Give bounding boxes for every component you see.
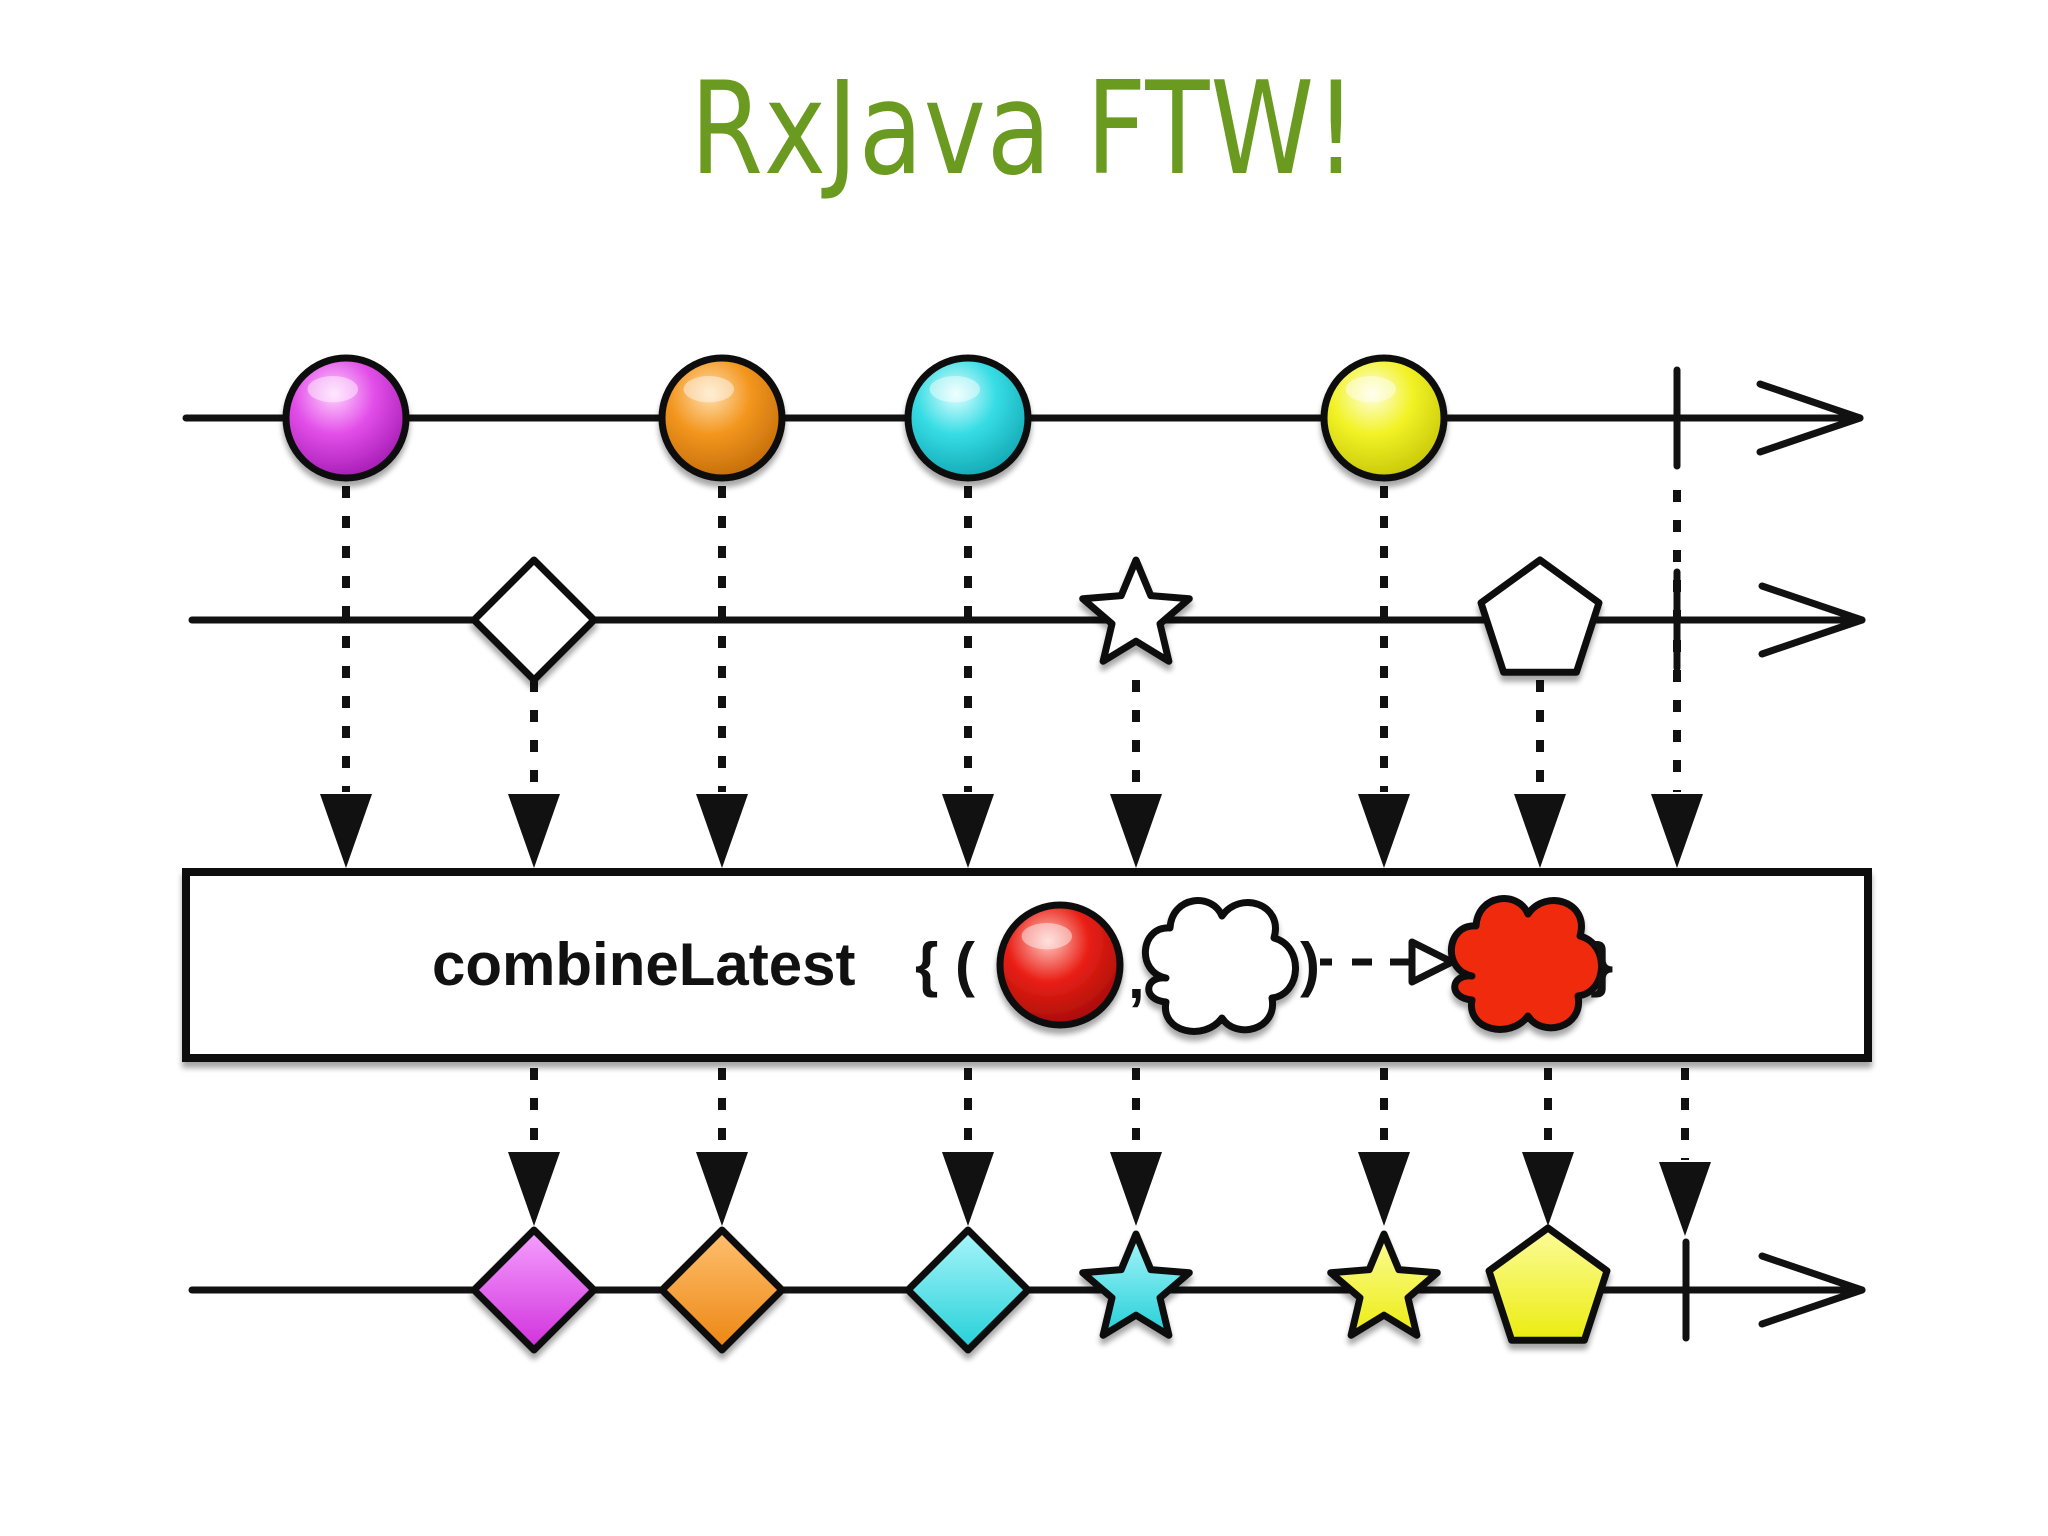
- timeline-second-arrowhead: [1758, 582, 1866, 658]
- timeline-first-arrowhead: [1756, 380, 1864, 456]
- arrow-output-5: [1522, 1152, 1574, 1226]
- output-marble-cyan-star: [1079, 1230, 1193, 1339]
- first-marble-cyan-circle: [904, 354, 1032, 482]
- arrow-first-complete: [1651, 794, 1703, 868]
- second-marble-pentagon: [1477, 556, 1603, 676]
- first-marble-magenta-circle-gloss: [307, 376, 358, 403]
- marbles: [282, 354, 1611, 1354]
- output-marble-orange-diamond: [658, 1226, 786, 1354]
- operator-label: combineLatest: [432, 931, 855, 998]
- formula-white-cloud: [1141, 897, 1299, 1035]
- formula-red-cloud: [1447, 895, 1605, 1033]
- formula-close-paren: ): [1300, 931, 1320, 998]
- arrow-first-3: [1358, 794, 1410, 868]
- second-marble-diamond: [470, 556, 598, 684]
- second-marble-star: [1079, 556, 1193, 665]
- arrow-output-4: [1358, 1152, 1410, 1226]
- slide-title: RxJava FTW!: [690, 55, 1358, 204]
- timeline-output-arrowhead: [1758, 1252, 1866, 1328]
- output-marble-cyan-diamond: [904, 1226, 1032, 1354]
- arrow-output-0: [508, 1152, 560, 1226]
- timelines: [182, 366, 1866, 1342]
- output-marble-yellow-star: [1327, 1230, 1441, 1339]
- first-marble-yellow-circle-gloss: [1345, 376, 1397, 403]
- first-marble-orange-circle: [658, 354, 786, 482]
- formula-comma: ,: [1128, 944, 1145, 1011]
- first-marble-cyan-circle-gloss: [929, 376, 980, 403]
- arrow-output-complete: [1659, 1162, 1711, 1236]
- first-marble-magenta-circle: [282, 354, 410, 482]
- arrow-second-2: [1514, 794, 1566, 868]
- arrow-output-1: [696, 1152, 748, 1226]
- arrow-first-1: [696, 794, 748, 868]
- arrow-first-0: [320, 794, 372, 868]
- dotted-connectors: [320, 486, 1711, 1236]
- formula-red-ball: [996, 901, 1124, 1029]
- formula-red-ball-gloss: [1021, 923, 1072, 950]
- arrow-output-3: [1110, 1152, 1162, 1226]
- output-marble-magenta-diamond: [470, 1226, 598, 1354]
- first-marble-yellow-circle: [1320, 354, 1448, 482]
- arrow-first-2: [942, 794, 994, 868]
- formula-close-brace: }: [1590, 931, 1613, 998]
- formula-open: { (: [915, 931, 975, 998]
- arrow-output-2: [942, 1152, 994, 1226]
- arrow-second-0: [508, 794, 560, 868]
- formula-arrow-head: [1408, 938, 1456, 986]
- output-marble-yellow-pentagon: [1485, 1224, 1611, 1344]
- first-marble-orange-circle-gloss: [683, 376, 734, 403]
- arrow-second-1: [1110, 794, 1162, 868]
